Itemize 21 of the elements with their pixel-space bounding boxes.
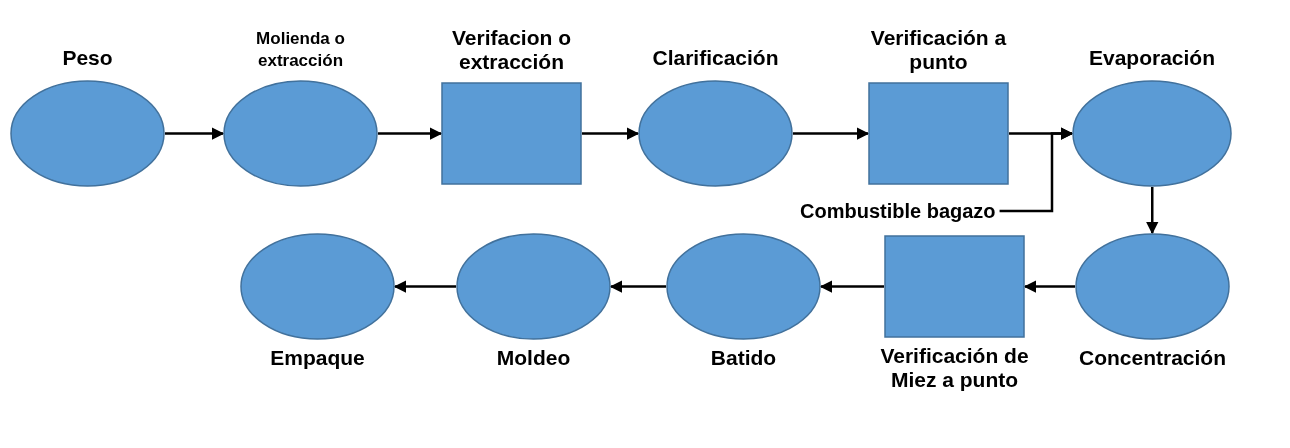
arrow	[793, 127, 870, 140]
step-label: Clarificación	[651, 46, 780, 70]
step-label: Peso	[61, 46, 114, 70]
annotation-text: Combustible bagazo	[800, 199, 996, 223]
step-label: Concentración	[1078, 346, 1227, 370]
step-label: Evaporación	[1087, 46, 1216, 70]
arrow	[999, 127, 1074, 213]
step-label: Verificación a punto	[869, 26, 1008, 74]
step-label: Moldeo	[495, 346, 572, 370]
step-label: Molienda o extracción	[255, 28, 346, 72]
arrow	[609, 280, 666, 293]
step-label: Verificación de Miez a punto	[879, 344, 1030, 392]
arrow	[165, 127, 225, 140]
arrow	[378, 127, 443, 140]
step-label: Batido	[709, 346, 778, 370]
arrow	[582, 127, 640, 140]
step-label: Empaque	[269, 346, 366, 370]
arrow	[819, 280, 884, 293]
arrow	[393, 280, 456, 293]
arrow	[1146, 187, 1159, 235]
step-label: Verifacion o extracción	[450, 26, 572, 74]
